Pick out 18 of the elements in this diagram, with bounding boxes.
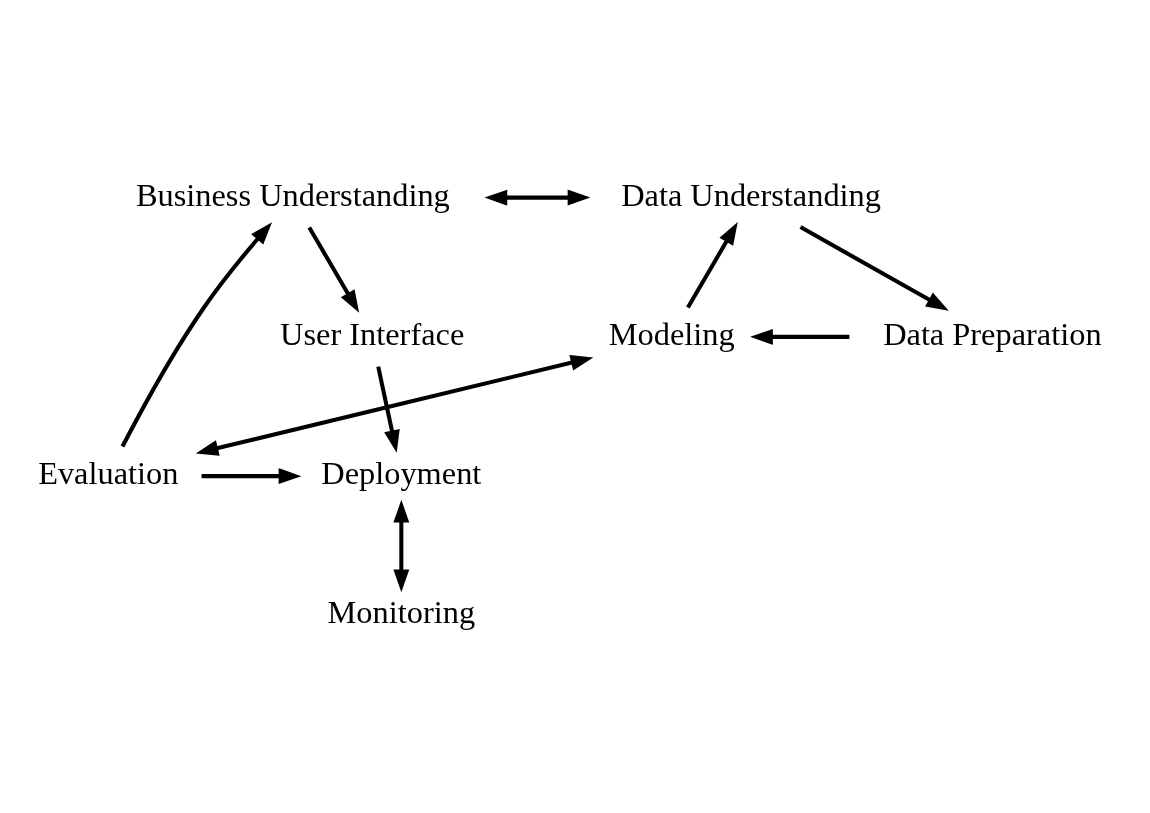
arrow [750, 328, 850, 345]
arrow [195, 355, 594, 456]
arrow [376, 366, 400, 453]
arrow [686, 222, 738, 309]
node-text: Deployment [321, 455, 482, 492]
arrow [307, 226, 360, 313]
node-text: User Interface [280, 315, 465, 352]
arrow [484, 189, 591, 206]
node-text: Business Understanding [135, 176, 450, 213]
node-text: Evaluation [38, 455, 179, 492]
arrow [120, 222, 273, 448]
arrow [393, 499, 410, 593]
arrow [799, 225, 949, 311]
arrow [201, 468, 302, 485]
node-text: Modeling [608, 315, 735, 352]
node-text: Monitoring [327, 594, 476, 631]
node-text: Data Preparation [883, 315, 1102, 352]
node-text: Data Understanding [621, 176, 881, 213]
